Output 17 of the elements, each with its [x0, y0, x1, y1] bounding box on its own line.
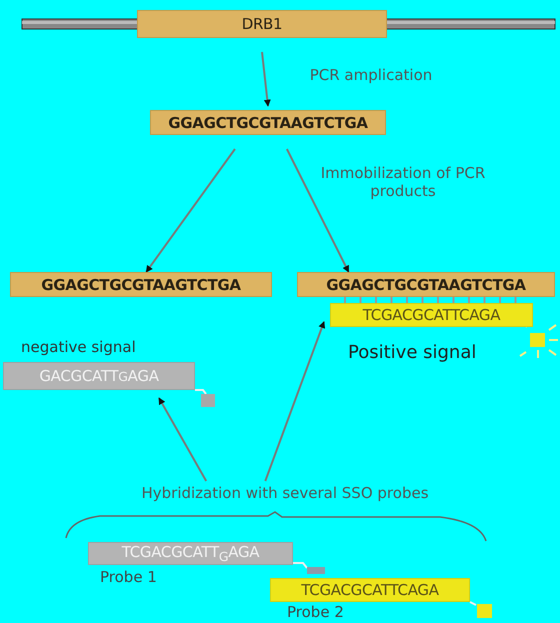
- sequence-box: GGAGCTGCGTAAGTCTGA: [150, 110, 386, 135]
- arrow: [261, 52, 271, 107]
- sequence-box: GGAGCTGCGTAAGTCTGA: [10, 272, 272, 297]
- signal-label: negative signal: [21, 338, 136, 356]
- probe-sequence: TCGACGCATTCAGA: [330, 303, 533, 327]
- arrow: [158, 397, 208, 482]
- arrow: [145, 148, 236, 273]
- sequence-box: GGAGCTGCGTAAGTCTGA: [297, 272, 555, 297]
- arrow: [264, 321, 326, 482]
- step-label: Hybridization with several SSO probes: [88, 481, 482, 505]
- probe-label: Probe 2: [287, 603, 344, 621]
- probe-label: Probe 1: [100, 568, 157, 586]
- gene-box: DRB1: [137, 10, 387, 38]
- probe-label: Positive signal: [348, 342, 476, 364]
- probe-sequence: TCGACGCATT$_{G}$AGA: [88, 542, 293, 565]
- probe-sequence: TCGACGCATTCAGA: [270, 578, 470, 602]
- arrow: [286, 148, 350, 273]
